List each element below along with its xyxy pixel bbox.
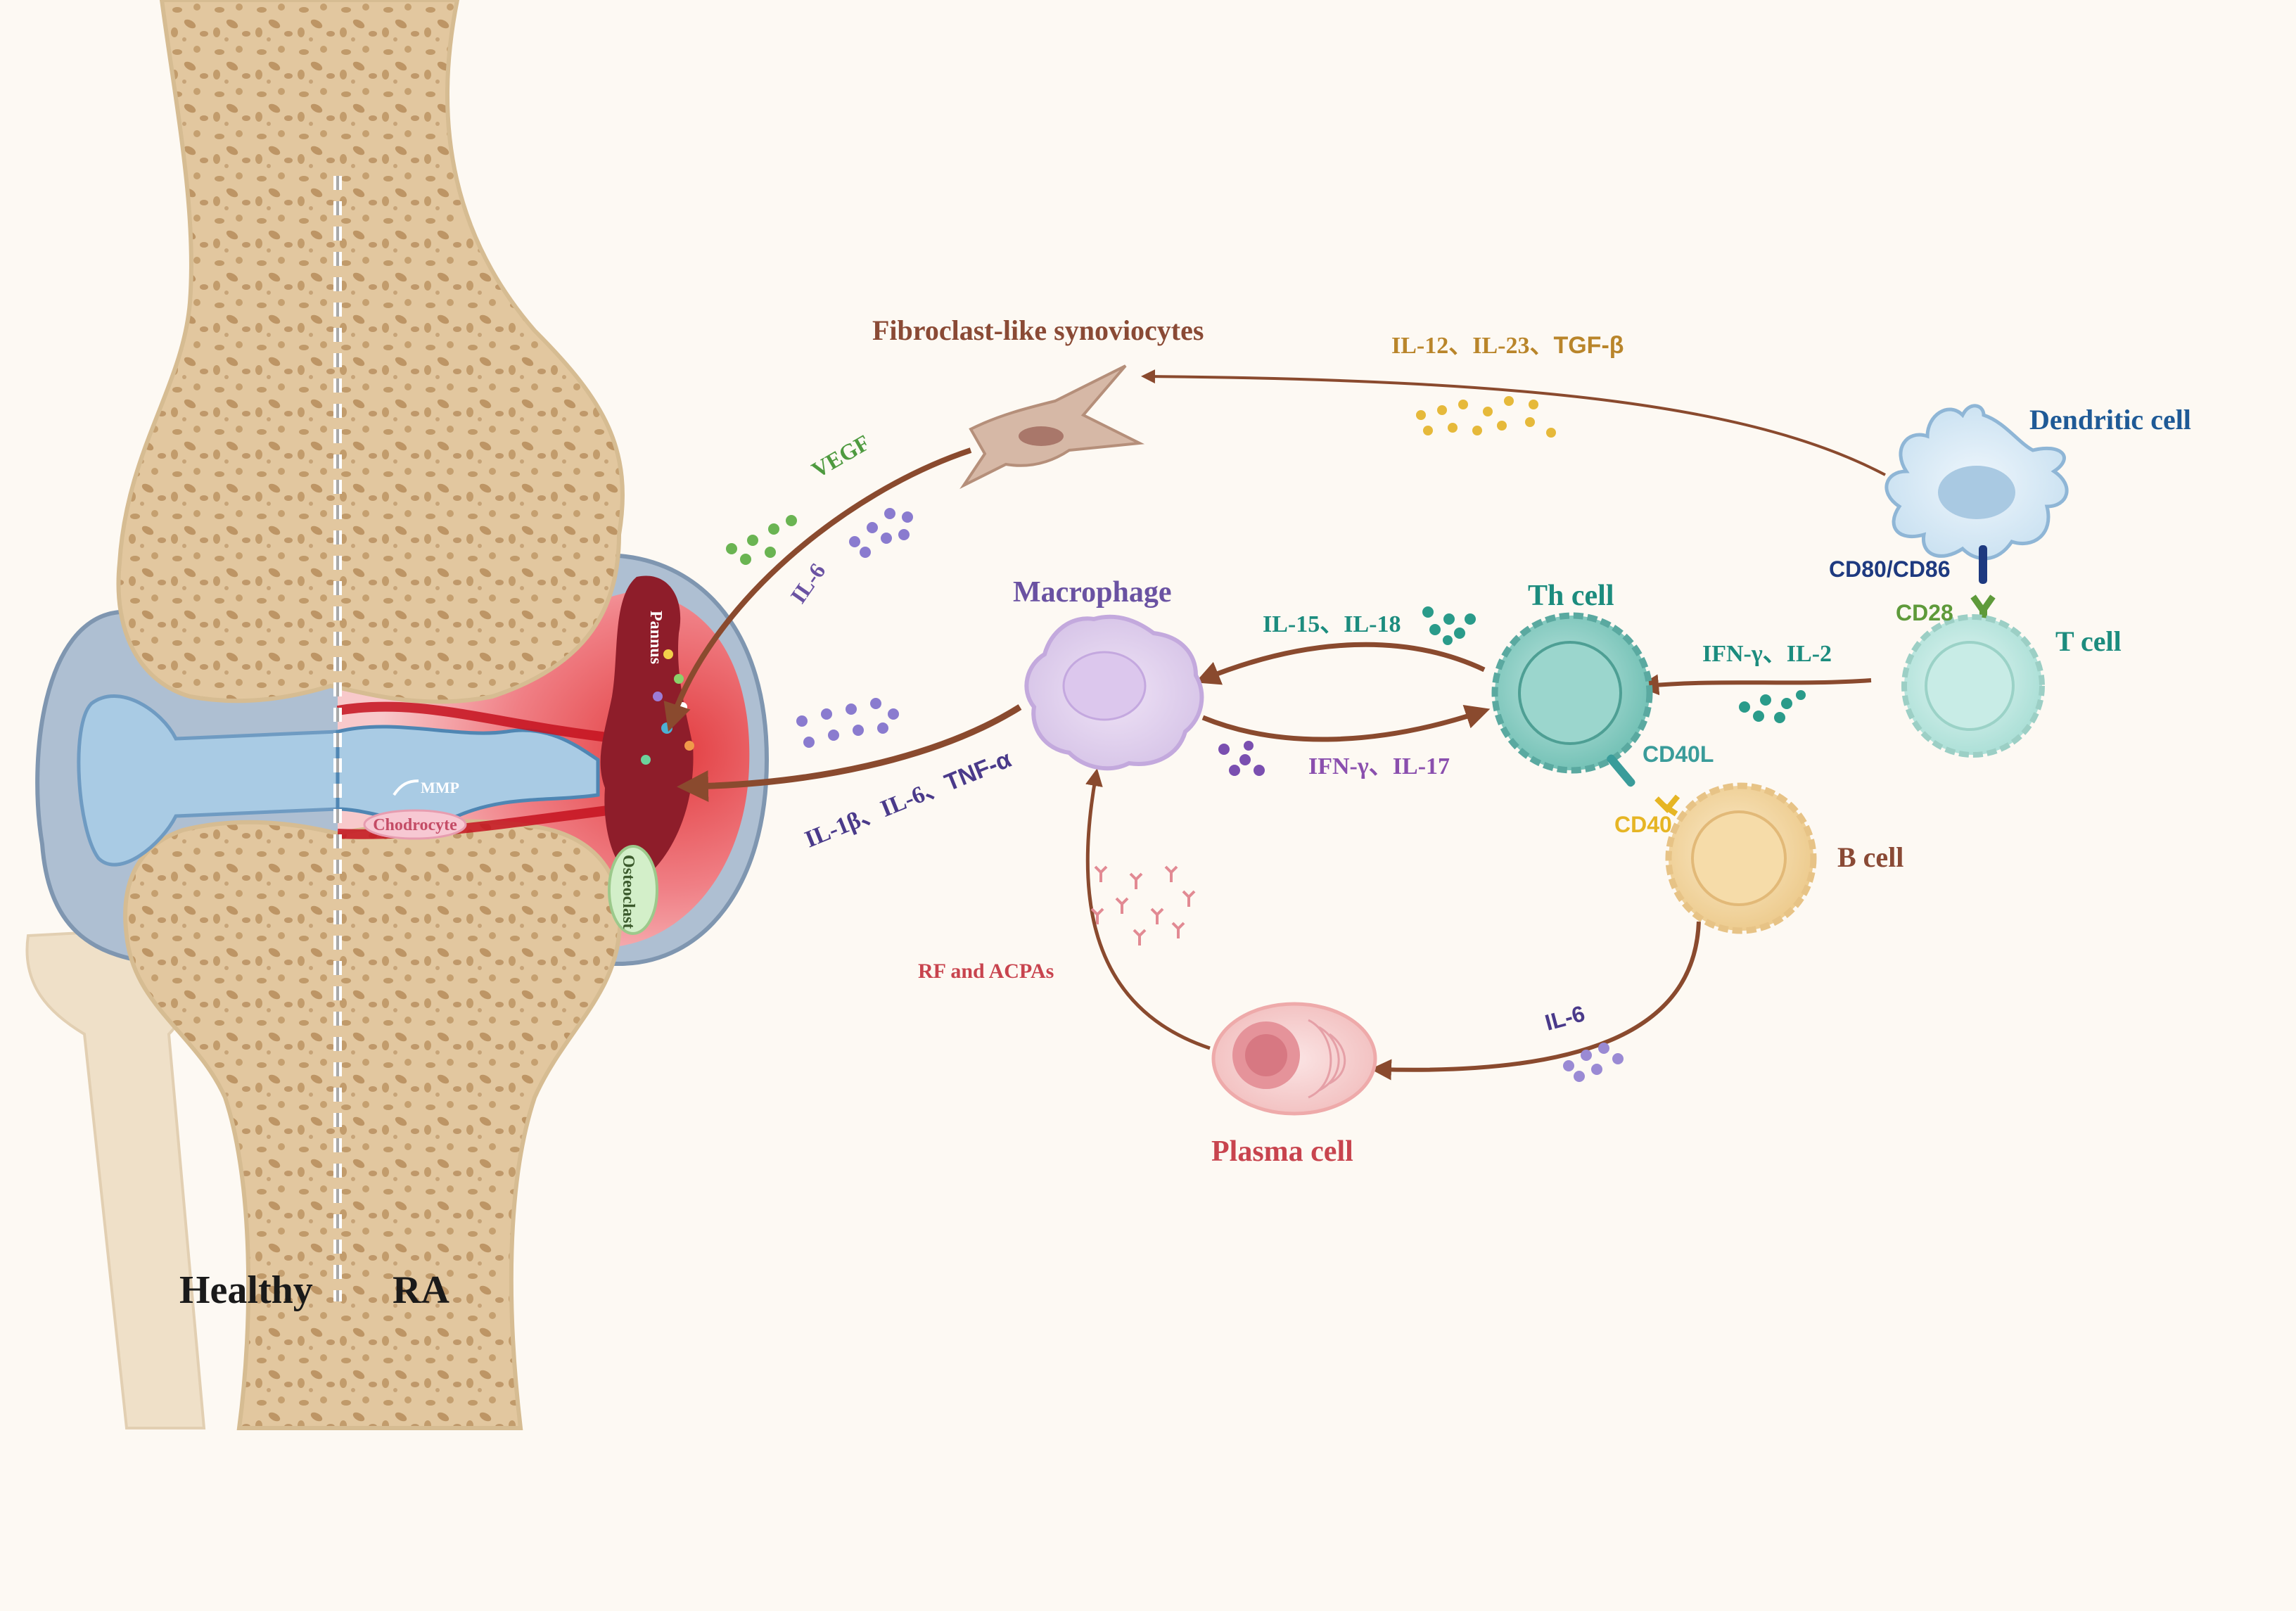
arrow-dc-to-fls (1141, 369, 1886, 476)
cytokine-dc-fls-part2: TGF-β (1553, 332, 1624, 359)
cd80-86-label: CD80/CD86 (1829, 556, 1951, 582)
t-cell (1901, 614, 2045, 758)
plasma-cell (1211, 1002, 1377, 1116)
cytokine-mac-joint-label: IL-1β、IL-6、TNF-α (801, 746, 1015, 853)
arrow-b-to-plasma (1370, 921, 1701, 1081)
osteoclast-label: Osteoclast (619, 855, 637, 929)
cytokine-dc-fls-part1: IL-12、IL-23、 (1391, 333, 1553, 359)
b-plasma-dots (1563, 1043, 1624, 1082)
femur-bone (116, 0, 625, 704)
cd40-label: CD40 (1614, 812, 1672, 837)
tibia-bone (123, 819, 623, 1430)
arrow-plasma-to-mac (1085, 768, 1211, 1050)
cytokine-mac-joint-part2: TNF-α (941, 746, 1015, 796)
vegf-dots (726, 515, 797, 565)
dc-cytokine-dots (1416, 396, 1556, 438)
cd28-label: CD28 (1896, 600, 1953, 625)
healthy-cartilage (77, 694, 340, 867)
knee-joint (25, 0, 770, 1430)
ra-label: RA (393, 1268, 449, 1312)
il6-fls-dots (849, 508, 913, 558)
plasma-label: Plasma cell (1211, 1135, 1353, 1168)
osteoclast-cell (608, 845, 658, 935)
macrophage-cell (1024, 614, 1204, 771)
chondrocyte-cell (363, 809, 467, 840)
cytokine-mac-joint-part1: IL-1β、IL-6、 (801, 772, 951, 853)
mac-th-dots (1218, 741, 1265, 776)
cytokine-mac-th-label: IFN-γ、IL-17 (1308, 753, 1450, 779)
cytokine-dc-fls-label: IL-12、IL-23、TGF-β (1391, 332, 1624, 359)
arrow-t-to-th (1638, 674, 1872, 696)
fls-cell (959, 364, 1145, 490)
arrow-mac-to-joint (677, 704, 1022, 803)
healthy-label: Healthy (179, 1268, 313, 1312)
t-label: T cell (2055, 625, 2122, 657)
arrows (663, 369, 1886, 1081)
b-label: B cell (1837, 841, 1903, 873)
arrow-th-to-mac (1195, 642, 1486, 685)
t-th-dots (1739, 690, 1806, 723)
macrophage-label: Macrophage (1013, 576, 1172, 609)
cytokine-vegf-label: VEGF (808, 429, 874, 483)
fls-label: Fibroclast-like synoviocytes (872, 314, 1204, 346)
pannus-label: Pannus (646, 611, 665, 664)
th-mac-dots (1422, 606, 1476, 645)
cytokine-t-th-label: IFN-γ、IL-2 (1702, 641, 1832, 667)
cytokine-plasma-mac-label: RF and ACPAs (918, 960, 1054, 983)
antibodies (1090, 865, 1196, 945)
cytokine-th-mac-label: IL-15、IL-18 (1263, 611, 1401, 637)
b-cell (1654, 782, 1817, 934)
cytokine-b-plasma-label: IL-6 (1542, 1000, 1587, 1035)
cd40l-label: CD40L (1643, 741, 1714, 767)
th-label: Th cell (1528, 580, 1614, 612)
mac-joint-dots (796, 698, 899, 748)
dendritic-cell (1884, 404, 2069, 561)
arrow-mac-to-th (1201, 704, 1491, 742)
chondrocyte-label: Chodrocyte (373, 816, 457, 834)
th-cell (1491, 612, 1653, 787)
arrow-fls-to-pannus (663, 447, 972, 732)
cytokine-il6-fls-label: IL-6 (785, 559, 830, 608)
dendritic-label: Dendritic cell (2029, 404, 2191, 435)
mmp-label: MMP (421, 779, 459, 796)
cytokine-particles (726, 396, 1806, 1082)
